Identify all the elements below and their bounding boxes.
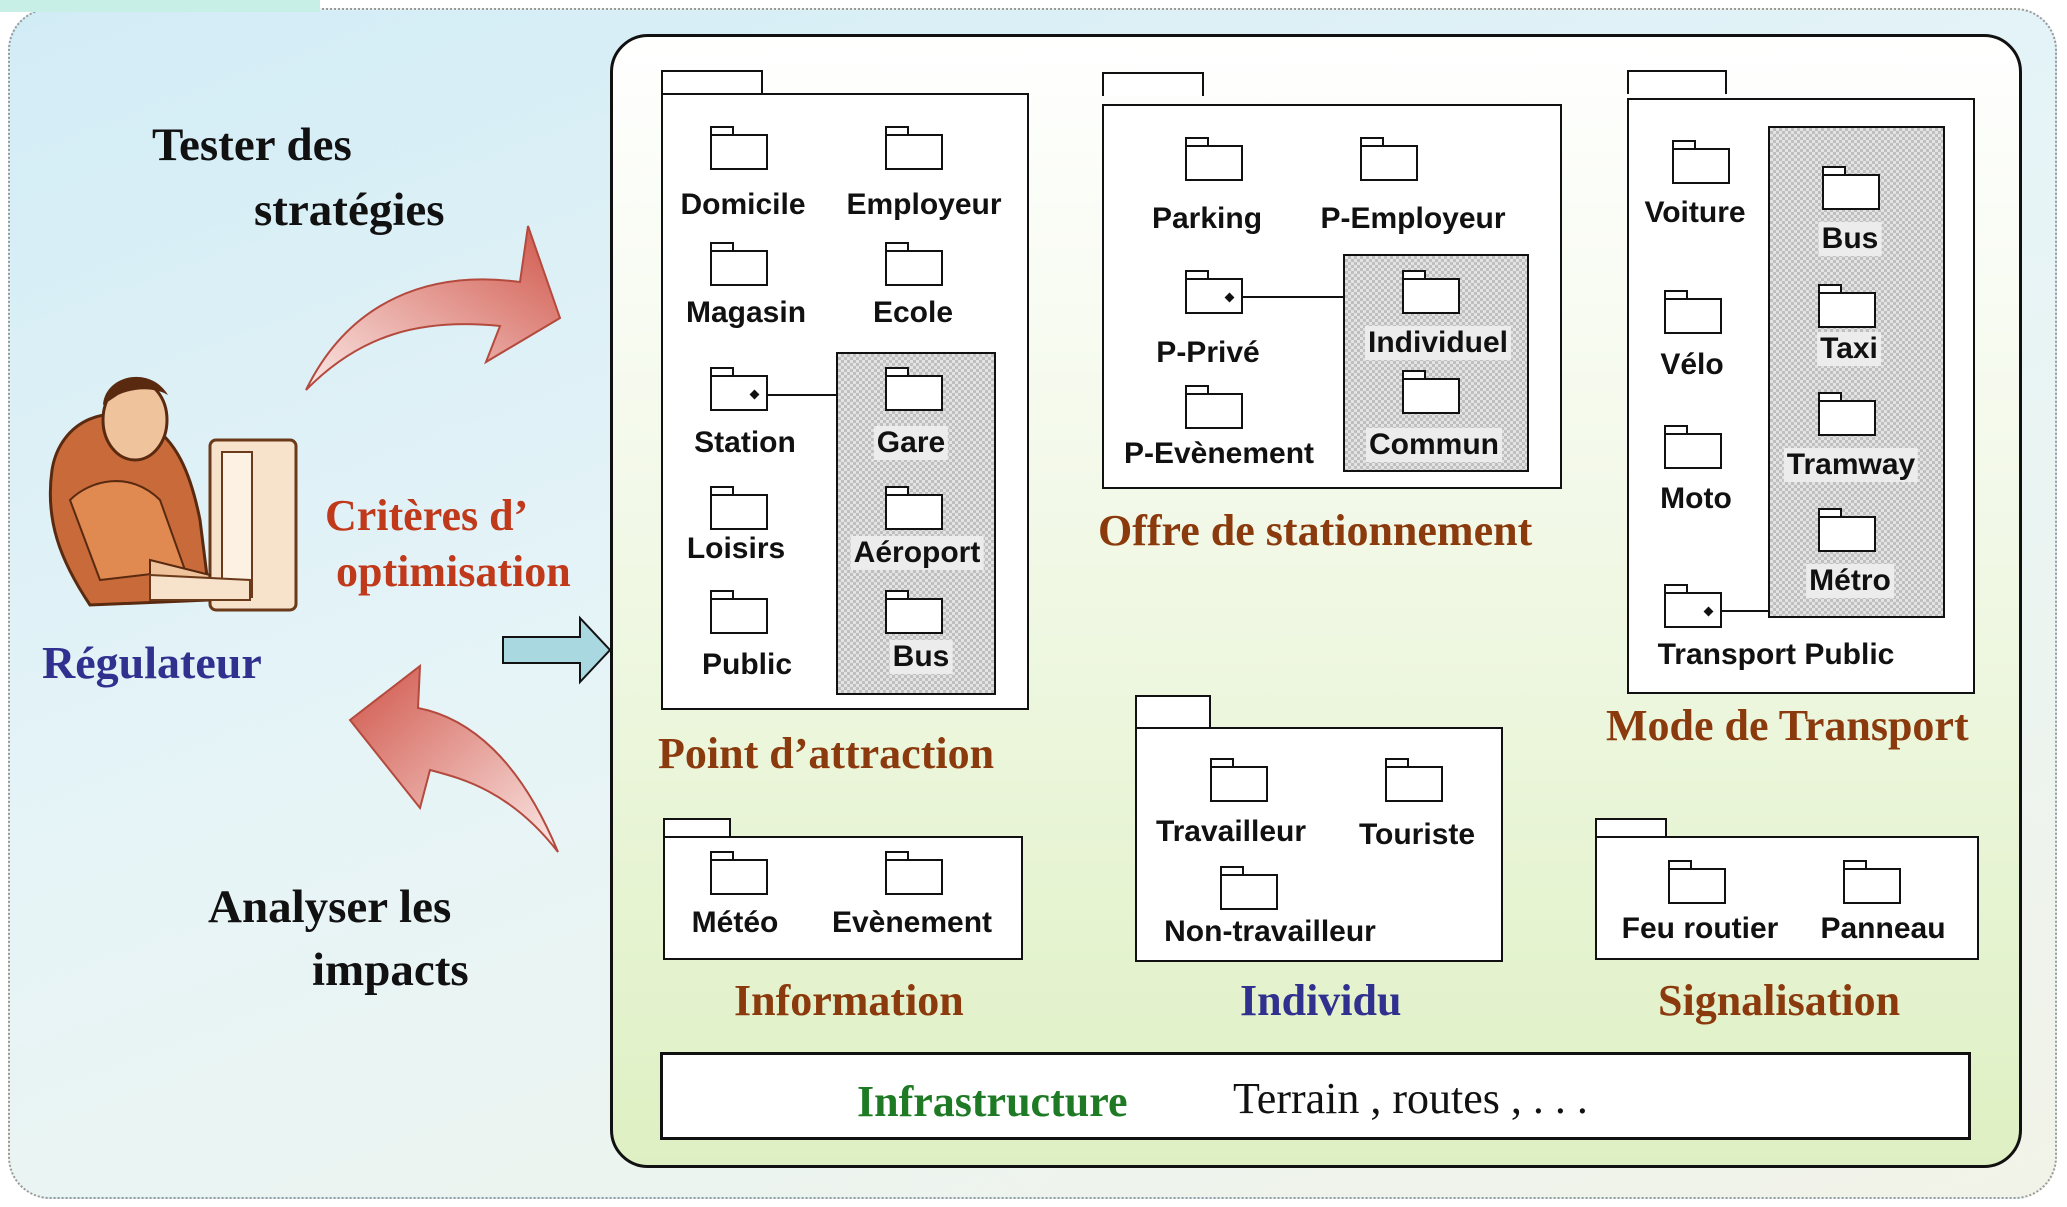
package-icon [1402, 270, 1460, 314]
package-icon [1185, 270, 1243, 314]
infrastructure-content: Terrain , routes , . . . [1233, 1074, 1588, 1123]
package-label: Gare [873, 426, 949, 460]
package-icon [710, 242, 768, 286]
package-icon [885, 590, 943, 634]
package-icon [1664, 425, 1722, 469]
connector [756, 394, 838, 396]
package-label: P-Privé [1156, 336, 1260, 369]
package-icon [1672, 140, 1730, 184]
package-label: Travailleur [1155, 815, 1307, 848]
package-icon [885, 851, 943, 895]
package-icon [1843, 860, 1901, 904]
package-label: P-Evènement [1123, 437, 1315, 470]
tester-label: Tester des [152, 119, 352, 171]
package-label: Individuel [1364, 326, 1512, 360]
package-icon [1664, 290, 1722, 334]
package-label: Vélo [1660, 348, 1724, 381]
package-icon [1818, 508, 1876, 552]
block-arrow-icon [502, 615, 612, 685]
package-label: Panneau [1820, 912, 1946, 945]
package-infrastructure [660, 1052, 1971, 1140]
analyser-label: impacts [312, 944, 469, 996]
package-icon [1818, 392, 1876, 436]
package-title: Offre de stationnement [1098, 506, 1533, 555]
package-icon [1385, 758, 1443, 802]
package-tab [661, 70, 763, 94]
curved-arrow-icon [348, 663, 559, 853]
regulateur-label: Régulateur [42, 637, 262, 688]
connector [1717, 610, 1770, 612]
package-label: Loisirs [686, 532, 786, 565]
criteres-label: optimisation [336, 547, 571, 596]
infrastructure-title: Infrastructure [857, 1077, 1128, 1126]
package-icon [1818, 284, 1876, 328]
package-label: Tramway [1783, 448, 1919, 482]
package-icon [885, 486, 943, 530]
corner-accent [0, 0, 320, 12]
package-label: Public [701, 648, 793, 681]
package-title: Point d’attraction [658, 729, 995, 778]
package-icon [1185, 385, 1243, 429]
package-icon [710, 486, 768, 530]
package-tab [1627, 70, 1727, 94]
connector [1230, 296, 1345, 298]
package-icon [1668, 860, 1726, 904]
package-icon [1360, 137, 1418, 181]
package-label: Parking [1151, 202, 1263, 235]
package-icon [885, 126, 943, 170]
package-tab [663, 818, 731, 836]
package-tab [1135, 695, 1211, 729]
package-label: Station [694, 426, 796, 459]
package-label: Touriste [1358, 818, 1476, 851]
package-icon [1402, 370, 1460, 414]
package-label: Non-travailleur [1164, 915, 1376, 948]
package-label: Moto [1660, 482, 1732, 515]
tester-label: stratégies [254, 184, 445, 236]
package-label: Commun [1366, 428, 1502, 462]
criteres-label: Critères d’ [325, 491, 529, 540]
package-icon [885, 242, 943, 286]
package-tab [1595, 818, 1667, 836]
package-label: Bus [1818, 222, 1882, 256]
package-label: Transport Public [1657, 638, 1895, 671]
package-label: Taxi [1817, 332, 1881, 366]
package-label: Aéroport [850, 536, 984, 570]
package-icon [1220, 866, 1278, 910]
package-label: Métro [1806, 564, 1894, 598]
package-title: Individu [1240, 976, 1402, 1025]
package-icon [710, 851, 768, 895]
package-title: Mode de Transport [1606, 701, 1969, 750]
package-icon [710, 590, 768, 634]
package-label: Météo [691, 906, 779, 939]
package-icon [1185, 137, 1243, 181]
package-title: Signalisation [1658, 976, 1901, 1025]
package-title: Information [734, 976, 964, 1025]
analyser-label: Analyser les [208, 881, 452, 933]
package-label: Employeur [846, 188, 1002, 221]
curved-arrow-icon [305, 225, 562, 391]
package-label: Domicile [680, 188, 806, 221]
package-label: Evènement [831, 906, 993, 939]
package-icon [885, 367, 943, 411]
package-label: P-Employeur [1320, 202, 1506, 235]
package-label: Ecole [872, 296, 954, 329]
package-label: Voiture [1644, 196, 1746, 229]
package-icon [710, 126, 768, 170]
package-icon [1822, 166, 1880, 210]
package-label: Feu routier [1621, 912, 1779, 945]
package-icon [1210, 758, 1268, 802]
package-tab [1102, 72, 1204, 96]
package-signalisation [1595, 836, 1979, 960]
package-icon [710, 367, 768, 411]
package-label: Bus [889, 640, 953, 674]
person-at-computer-icon [48, 376, 298, 612]
package-label: Magasin [685, 296, 807, 329]
package-icon [1664, 584, 1722, 628]
